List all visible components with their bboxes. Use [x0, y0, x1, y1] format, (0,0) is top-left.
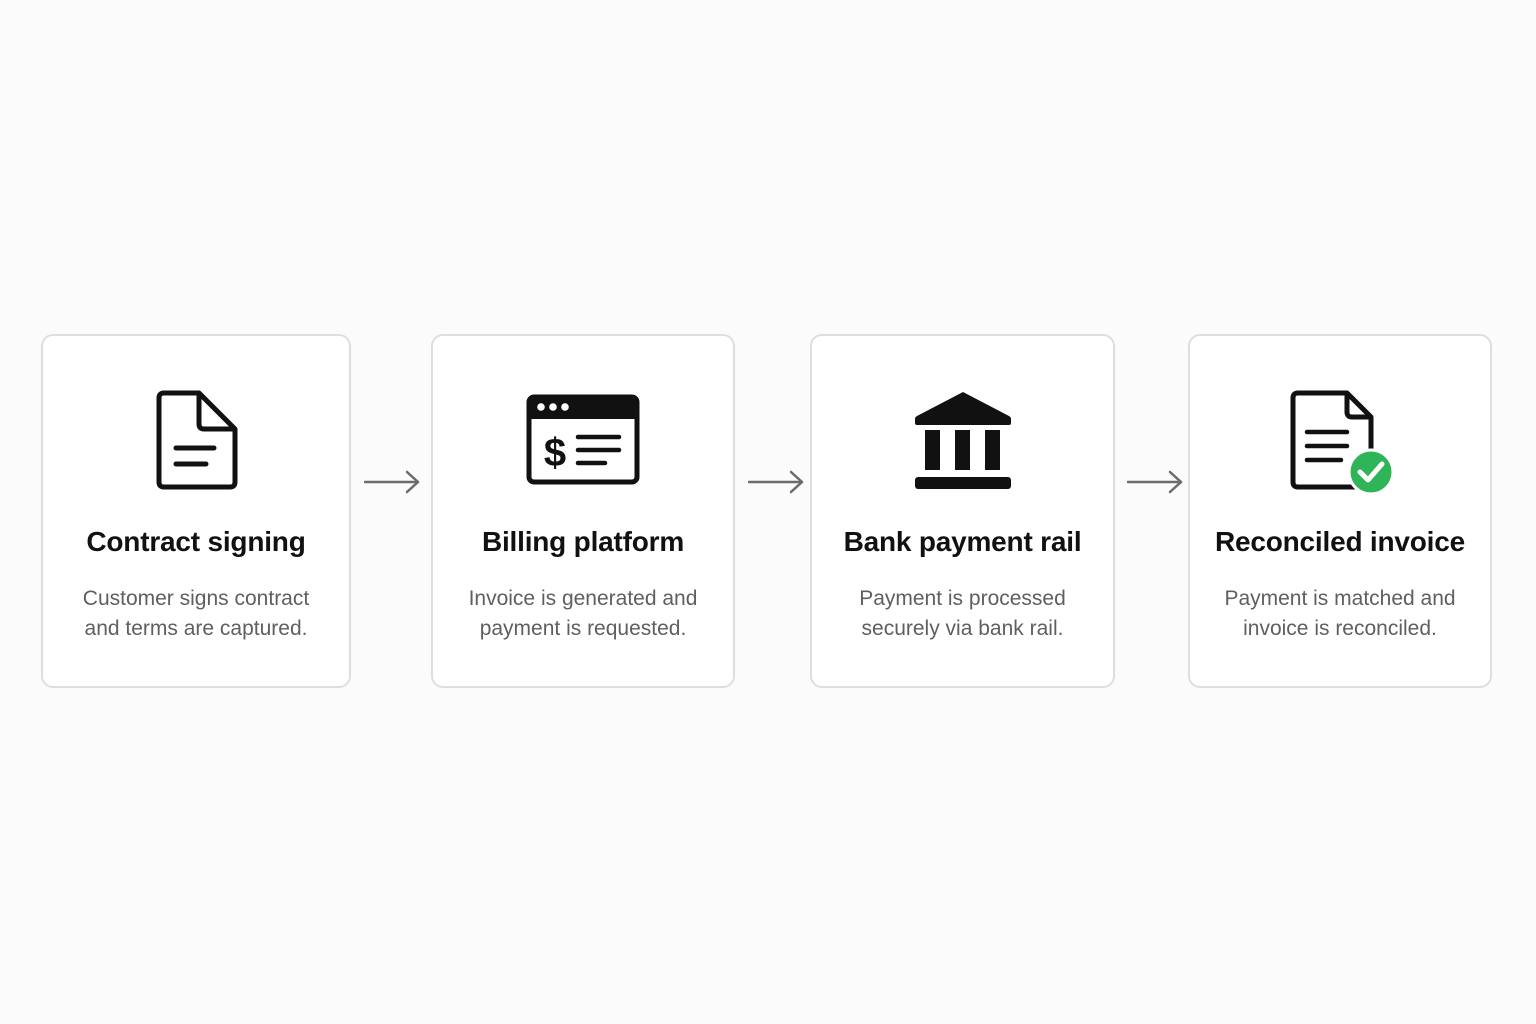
step-icon-container: [43, 388, 349, 492]
svg-text:$: $: [544, 431, 566, 475]
step-description: Invoice is generated and payment is requ…: [443, 584, 723, 644]
step-description: Customer signs contract and terms are ca…: [53, 584, 339, 644]
step-description-line: Payment is processed: [859, 587, 1066, 610]
check-badge-icon: [1347, 448, 1395, 494]
billing-window-dollar-icon: $: [526, 394, 640, 485]
step-description-line: and terms are captured.: [84, 617, 308, 640]
step-description-line: Payment is matched and: [1224, 587, 1456, 610]
document-check-icon: [1290, 390, 1395, 494]
step-title: Billing platform: [481, 526, 685, 557]
step-title: Bank payment rail: [843, 526, 1082, 557]
step-description-line: invoice is reconciled.: [1243, 617, 1437, 640]
step-card-contract-signing: Contract signing Customer signs contract…: [41, 334, 351, 688]
step-description-line: securely via bank rail.: [861, 617, 1064, 640]
step-description-line: Customer signs contract: [82, 587, 310, 610]
step-icon-container: [812, 388, 1113, 492]
step-icon-container: [1190, 388, 1490, 494]
step-description: Payment is processed securely via bank r…: [822, 584, 1103, 644]
step-card-reconciled-invoice: Reconciled invoice Payment is matched an…: [1188, 334, 1492, 688]
step-description-line: Invoice is generated and: [468, 587, 698, 610]
step-card-bank-payment-rail: Bank payment rail Payment is processed s…: [810, 334, 1115, 688]
arrow-right-icon: [1127, 470, 1183, 494]
step-icon-container: $: [433, 388, 733, 492]
step-title: Reconciled invoice: [1214, 526, 1466, 557]
step-card-billing-platform: $ Billing platform Invoice is generated …: [431, 334, 735, 688]
arrow-right-icon: [748, 470, 804, 494]
document-icon: [156, 390, 238, 490]
arrow-right-icon: [364, 470, 420, 494]
step-description-line: payment is requested.: [479, 617, 687, 640]
bank-icon: [914, 392, 1011, 489]
step-title: Contract signing: [86, 526, 306, 557]
step-description: Payment is matched and invoice is reconc…: [1200, 584, 1480, 644]
